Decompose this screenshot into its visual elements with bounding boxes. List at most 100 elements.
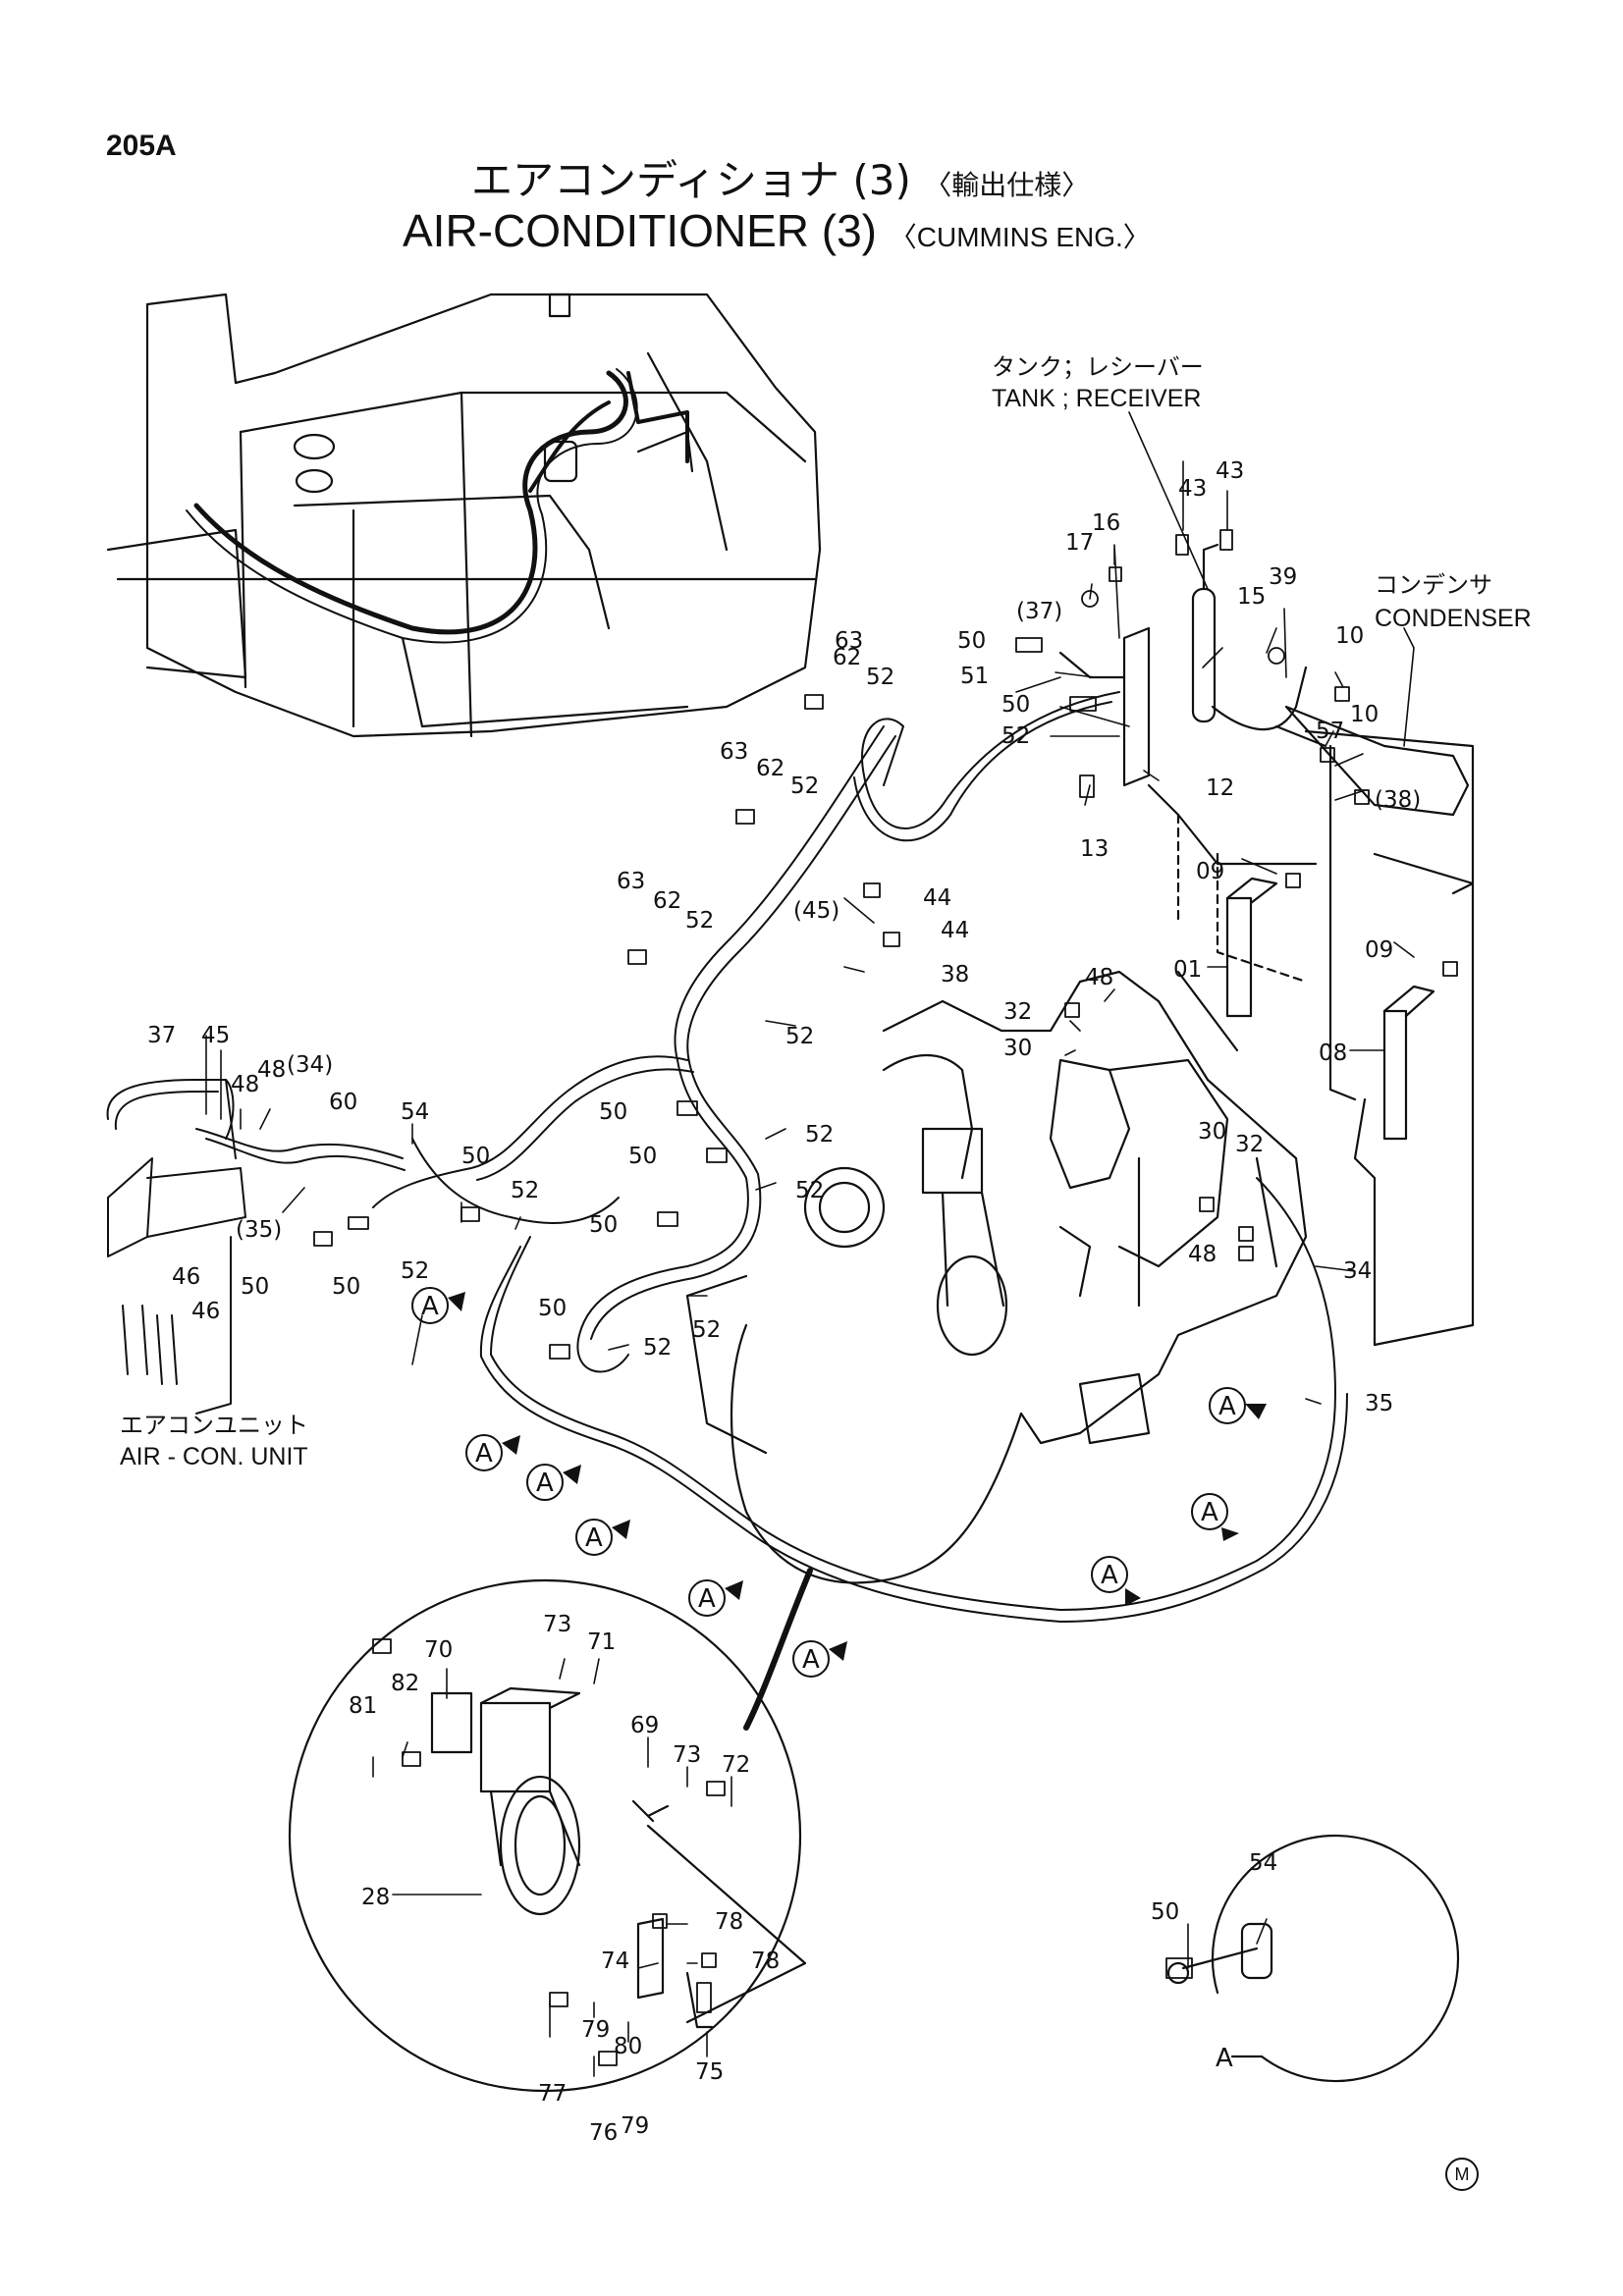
pn-52a: 52 <box>1001 723 1030 749</box>
ref-a-8: A <box>1201 1498 1218 1527</box>
pn-50a: 50 <box>957 628 986 654</box>
pn-73b: 73 <box>673 1742 701 1768</box>
pn-50i: 50 <box>332 1274 360 1300</box>
pn-77: 77 <box>538 2081 567 2107</box>
pn-10a: 10 <box>1335 623 1364 649</box>
compressor-detail <box>479 1701 552 1793</box>
title-japanese: エアコンディショナ (3) 〈輸出仕様〉 <box>471 147 1089 207</box>
pn-45-paren: (45) <box>793 898 839 924</box>
pn-48d: 48 <box>257 1057 286 1083</box>
ref-a-7: A <box>1218 1392 1236 1421</box>
ref-a-letters: A A A A A A A A A <box>421 1292 1236 1675</box>
pn-09a: 09 <box>1196 859 1224 884</box>
condenser-label-en: CONDENSER <box>1375 605 1532 632</box>
pn-52c: 52 <box>790 774 819 799</box>
pn-54: 54 <box>401 1099 429 1125</box>
detail-circle-a <box>1166 1834 1460 2083</box>
engine-block <box>685 970 1308 1584</box>
pn-62c: 62 <box>653 888 681 914</box>
pn-37: 37 <box>147 1023 176 1048</box>
pn-52b: 52 <box>866 665 894 690</box>
aircon-unit-body <box>107 1157 153 1257</box>
pn-74: 74 <box>601 1949 629 1974</box>
machine-overview <box>106 293 822 738</box>
pn-73a: 73 <box>543 1612 571 1637</box>
pn-52h: 52 <box>692 1317 721 1343</box>
pn-78b: 78 <box>751 1949 780 1974</box>
pn-44b: 44 <box>941 918 969 943</box>
pn-50f: 50 <box>538 1296 567 1321</box>
ref-a-9: A <box>1101 1561 1118 1590</box>
tank-receiver-label-jp: タンク；レシーバー <box>992 353 1204 381</box>
pn-70: 70 <box>424 1637 453 1663</box>
fasteners <box>313 529 1458 2066</box>
ac-compressor <box>921 1127 984 1195</box>
leader-lines <box>205 411 1415 2077</box>
pn-54-detail: 54 <box>1249 1850 1277 1876</box>
pn-63b: 63 <box>720 739 748 765</box>
title-en-main: AIR-CONDITIONER (3) <box>403 205 877 256</box>
ref-a-callouts <box>411 1287 1267 1678</box>
pn-34-paren: (34) <box>287 1052 333 1078</box>
pn-46a: 46 <box>172 1264 200 1290</box>
pn-62a: 62 <box>833 645 861 670</box>
pn-57: 57 <box>1316 719 1344 744</box>
title-jp-note: 〈輸出仕様〉 <box>924 169 1090 201</box>
clamp-54-detail <box>1240 1922 1273 1980</box>
pn-52i: 52 <box>643 1335 672 1361</box>
pn-52k: 52 <box>401 1258 429 1284</box>
receiver-tank <box>1191 587 1217 723</box>
pn-79a: 79 <box>581 2017 610 2043</box>
pn-08: 08 <box>1319 1041 1347 1066</box>
pn-82: 82 <box>391 1671 419 1696</box>
pn-50e: 50 <box>589 1212 618 1238</box>
pn-43: 43 <box>1178 476 1207 502</box>
condenser-core <box>1284 705 1470 817</box>
condenser-label-jp: コンデンサ <box>1375 571 1492 599</box>
ref-a-5: A <box>698 1584 716 1614</box>
pn-80: 80 <box>614 2034 642 2059</box>
pn-16: 16 <box>1092 510 1120 536</box>
pn-30a: 30 <box>1003 1036 1032 1061</box>
pn-17: 17 <box>1065 530 1094 556</box>
pn-35: 35 <box>1365 1391 1393 1416</box>
pn-69: 69 <box>630 1713 659 1738</box>
pn-46b: 46 <box>191 1299 220 1324</box>
pn-51: 51 <box>960 664 989 689</box>
pn-48b: 48 <box>1188 1242 1217 1267</box>
part-number-labels: 43 43 16 17 (37) 39 15 50 51 50 52 12 13… <box>147 458 1421 2146</box>
pn-78a: 78 <box>715 1909 743 1935</box>
pn-43b: 43 <box>1216 458 1244 484</box>
pn-38: 38 <box>941 962 969 988</box>
tank-receiver-label-en: TANK ; RECEIVER <box>992 385 1202 412</box>
pn-34: 34 <box>1343 1258 1372 1284</box>
title-english: AIR-CONDITIONER (3) 〈CUMMINS ENG.〉 <box>403 204 1151 257</box>
pn-10b: 10 <box>1350 702 1379 727</box>
ref-a-2: A <box>475 1439 493 1468</box>
pn-45: 45 <box>201 1023 230 1048</box>
hose-routing <box>106 691 1348 1623</box>
ref-a-6: A <box>802 1645 820 1675</box>
pn-62b: 62 <box>756 756 784 781</box>
pn-50g: 50 <box>461 1144 490 1169</box>
condenser-receiver-assembly <box>1058 543 1475 1347</box>
pn-48a: 48 <box>1085 965 1113 990</box>
pn-38-paren: (38) <box>1375 787 1421 813</box>
pn-12: 12 <box>1206 775 1234 801</box>
title-jp-main: エアコンディショナ (3) <box>471 156 911 204</box>
pn-63c: 63 <box>617 869 645 894</box>
pn-52j: 52 <box>511 1178 539 1203</box>
page-number: 205A <box>106 130 177 162</box>
title-en-note: 〈CUMMINS ENG.〉 <box>889 222 1151 252</box>
pn-75: 75 <box>695 2059 724 2085</box>
pn-48c: 48 <box>231 1072 259 1097</box>
pn-32b: 32 <box>1235 1132 1264 1157</box>
pn-28: 28 <box>361 1885 390 1910</box>
pn-71: 71 <box>587 1629 616 1655</box>
aircon-unit-label-en: AIR - CON. UNIT <box>120 1443 308 1470</box>
pn-37-paren: (37) <box>1016 599 1062 624</box>
pn-44a: 44 <box>923 885 951 911</box>
pn-81: 81 <box>349 1693 377 1719</box>
pn-52f: 52 <box>805 1122 834 1148</box>
pn-63a: 63 <box>835 628 863 654</box>
